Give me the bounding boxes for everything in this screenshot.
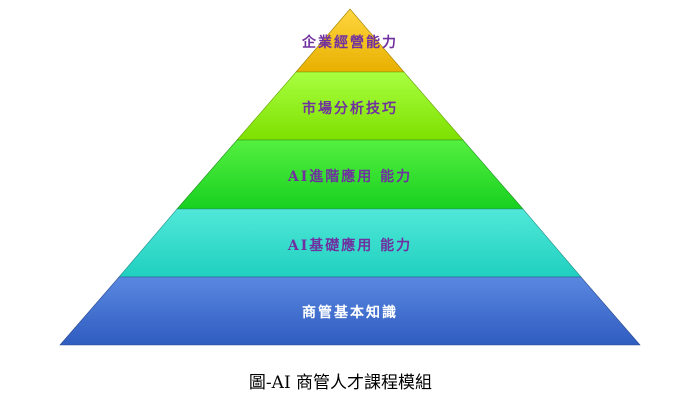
level-5-shape: [59, 276, 641, 346]
level-3-label: AI進階應用 能力: [287, 169, 413, 185]
level-1-label: 企業經營能力: [302, 35, 398, 51]
level-5-label: 商管基本知識: [302, 305, 398, 321]
level-2-label: 市場分析技巧: [302, 101, 398, 117]
level-4-label: AI基礎應用 能力: [287, 238, 413, 254]
figure-caption: 圖-AI 商管人才課程模組: [248, 373, 433, 393]
